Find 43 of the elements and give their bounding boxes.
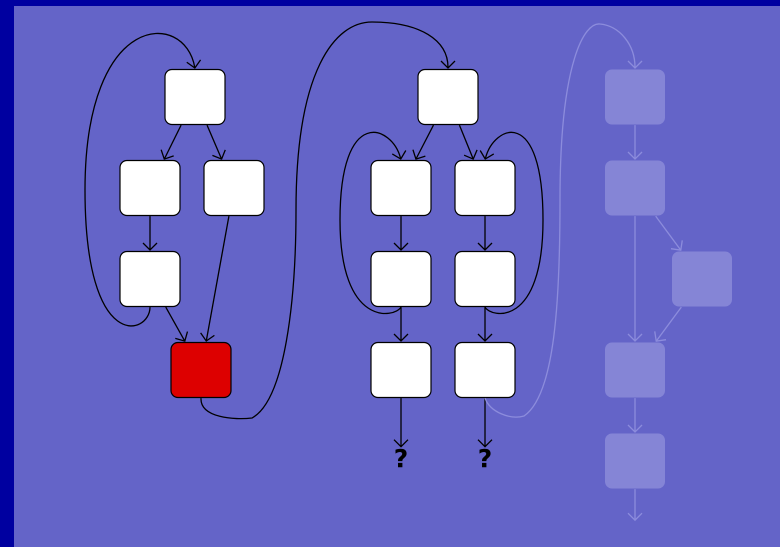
rounded-box (119, 250, 181, 308)
arrow (142, 216, 158, 251)
curved-arrow (484, 23, 642, 418)
rounded-box (370, 250, 432, 308)
arrow (628, 489, 642, 522)
arrow (394, 398, 408, 448)
rounded-box (605, 342, 665, 398)
arrow (478, 307, 492, 342)
rounded-box (370, 160, 432, 216)
arrow (412, 124, 434, 160)
rounded-box (164, 68, 226, 126)
rounded-box (454, 160, 516, 216)
rounded-box (605, 434, 665, 488)
arrow (160, 124, 182, 160)
arrow (628, 216, 642, 342)
curved-arrow (84, 33, 202, 326)
rounded-box (203, 160, 265, 216)
arrow (200, 216, 230, 342)
arrow (654, 306, 682, 342)
rounded-box (605, 160, 665, 216)
arrow (628, 398, 642, 433)
arrow (655, 216, 683, 251)
rounded-box (417, 68, 479, 126)
arrow (458, 124, 478, 160)
question-mark: ? (480, 448, 491, 468)
arrow (628, 125, 642, 160)
rounded-box (370, 342, 432, 398)
arrow (206, 124, 226, 160)
curved-arrow (339, 132, 406, 314)
rounded-box (454, 342, 516, 398)
curved-arrow (200, 21, 456, 420)
curved-arrow (480, 132, 544, 314)
question-mark: ? (396, 448, 407, 468)
arrow (165, 306, 188, 342)
arrow (478, 216, 492, 251)
rounded-box (605, 70, 665, 124)
arrow (394, 307, 408, 342)
rounded-box (170, 342, 232, 398)
arrow (478, 398, 492, 448)
rounded-box (119, 160, 181, 216)
rounded-box (672, 252, 732, 306)
arrow (394, 216, 408, 251)
rounded-box (454, 250, 516, 308)
